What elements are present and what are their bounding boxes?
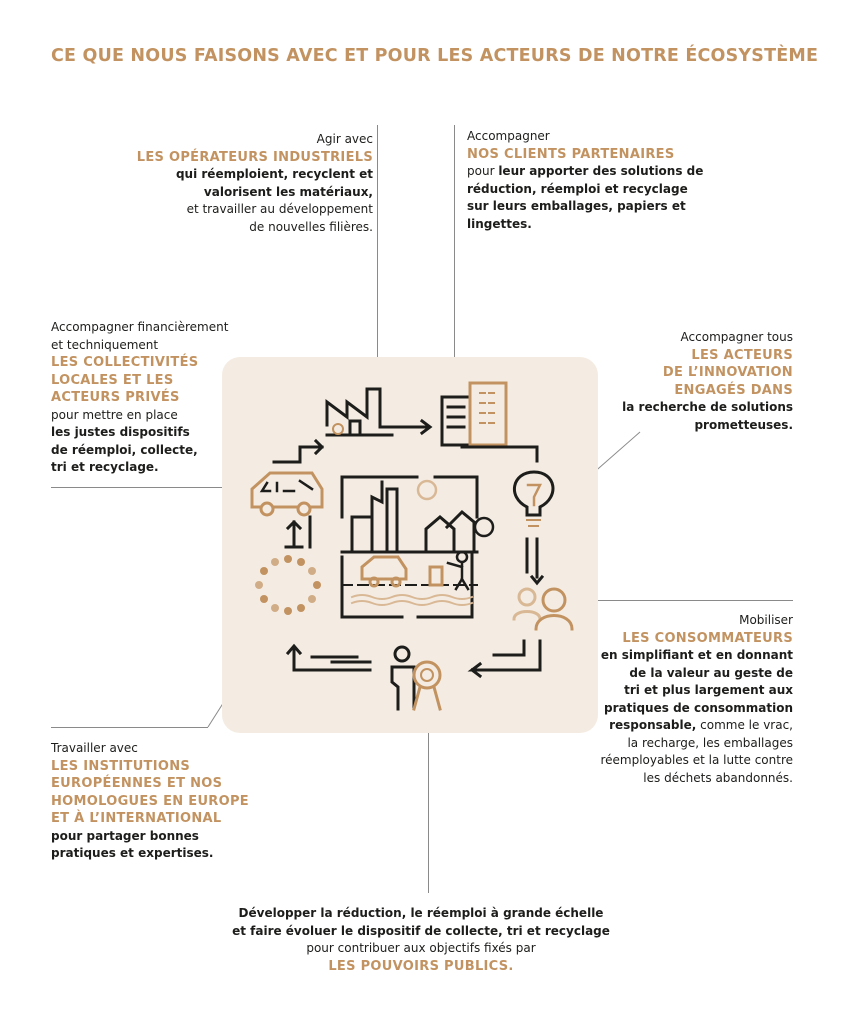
intro-text: et techniquement xyxy=(51,337,159,352)
intro-text: Travailler avec xyxy=(51,741,138,755)
trash-bin-icon xyxy=(428,565,444,587)
bold-line: sur leurs emballages, papiers et xyxy=(467,199,686,213)
flow-arrow xyxy=(460,445,539,463)
bold-line: réduction, réemploi et recyclage xyxy=(467,181,688,196)
text-line: les déchets abandonnés. xyxy=(643,770,793,785)
text-line: et travailler au développement xyxy=(186,202,373,216)
bold-line: Développer la réduction, le réemploi à g… xyxy=(238,906,604,920)
intro-text: Accompagner tous xyxy=(680,330,793,344)
intro-text: Agir avec xyxy=(316,132,373,146)
person-throwing-icon xyxy=(446,550,470,591)
bold-line: tri et recyclage. xyxy=(51,460,159,474)
tree-icon xyxy=(473,516,495,538)
city-van xyxy=(360,555,408,588)
ecosystem-cycle-illustration xyxy=(250,381,574,711)
intro-text: Mobiliser xyxy=(739,613,793,627)
heading: EUROPÉENNES ET NOS xyxy=(51,776,223,791)
eu-stars-icon xyxy=(255,555,321,615)
connector-line xyxy=(51,487,232,488)
text-line: pour xyxy=(467,164,499,178)
connector-line xyxy=(583,600,793,601)
flow-arrow xyxy=(284,515,312,549)
city-scene-icon xyxy=(340,475,479,619)
consumers-icon xyxy=(512,587,574,631)
clients-partenaires-block: Accompagner NOS CLIENTS PARTENAIRES pour… xyxy=(467,128,703,233)
delivery-van-icon xyxy=(250,471,324,517)
heading: LOCALES ET LES xyxy=(51,372,174,388)
heading: LES INSTITUTIONS xyxy=(51,758,191,774)
bold-line: tri et plus largement aux xyxy=(624,683,793,697)
recycle-icon xyxy=(332,423,344,435)
text-line: comme le vrac, xyxy=(696,718,793,732)
text-line: pour mettre en place xyxy=(51,407,178,422)
flow-arrow xyxy=(467,639,542,679)
heading: ACTEURS PRIVÉS xyxy=(51,390,180,405)
heading: ET À L’INTERNATIONAL xyxy=(51,811,222,826)
connector-line xyxy=(51,727,208,728)
connector-line xyxy=(377,125,378,368)
heading: DE L’INNOVATION xyxy=(662,365,793,380)
intro-text: Accompagner financièrement xyxy=(51,320,229,334)
bold-line: pour partager bonnes xyxy=(51,828,199,843)
flow-arrow xyxy=(525,537,545,586)
ecosystem-illustration-panel xyxy=(222,357,598,733)
connector-line xyxy=(454,125,455,368)
flow-arrow xyxy=(285,643,372,672)
bold-line: pratiques et expertises. xyxy=(51,846,214,860)
bold-line: qui réemploient, recyclent et xyxy=(175,167,373,181)
buildings-icon xyxy=(440,381,508,447)
bold-line: valorisent les matériaux, xyxy=(203,184,373,199)
heading: LES COLLECTIVITÉS xyxy=(51,355,199,370)
text-line: la recharge, les emballages xyxy=(627,735,793,750)
consommateurs-block: Mobiliser LES CONSOMMATEURS en simplifia… xyxy=(600,612,793,787)
lightbulb-icon xyxy=(512,470,555,517)
bold-line: les justes dispositifs xyxy=(51,425,190,439)
factory-icon xyxy=(325,387,433,437)
connector-line xyxy=(428,728,429,893)
innovation-block: Accompagner tous LES ACTEURS DE L’INNOVA… xyxy=(622,329,793,434)
text-line: réemployables et la lutte contre xyxy=(600,753,793,767)
bold-line: en simplifiant et en donnant xyxy=(600,648,793,662)
page-title: CE QUE NOUS FAISONS AVEC ET POUR LES ACT… xyxy=(51,46,819,66)
heading: LES ACTEURS xyxy=(691,347,793,363)
operateurs-industriels-block: Agir avec LES OPÉRATEURS INDUSTRIELS qui… xyxy=(137,131,373,236)
filament xyxy=(526,483,543,507)
heading: LES OPÉRATEURS INDUSTRIELS xyxy=(136,149,373,165)
heading: LES POUVOIRS PUBLICS. xyxy=(328,958,514,974)
pouvoirs-publics-block: Développer la réduction, le réemploi à g… xyxy=(171,905,671,975)
heading: ENGAGÉS DANS xyxy=(674,382,793,398)
bold-line: responsable, xyxy=(609,718,697,732)
bold-line: de la valeur au geste de xyxy=(629,665,793,680)
heading: LES CONSOMMATEURS xyxy=(622,630,793,646)
bold-line: pratiques de consommation xyxy=(604,700,793,715)
bold-line: de réemploi, collecte, xyxy=(51,442,198,457)
bold-line: la recherche de solutions xyxy=(622,400,793,414)
collectivites-block: Accompagner financièrement et techniquem… xyxy=(51,319,228,477)
bold-line: lingettes. xyxy=(467,216,532,231)
bold-line: prometteuses. xyxy=(694,417,793,432)
official-with-rosette-icon xyxy=(390,645,442,711)
flow-arrow xyxy=(272,438,325,464)
text-line: de nouvelles filières. xyxy=(249,219,373,234)
heading: HOMOLOGUES EN EUROPE xyxy=(51,793,249,809)
text-line: pour contribuer aux objectifs fixés par xyxy=(306,941,536,955)
intro-text: Accompagner xyxy=(467,129,550,143)
institutions-block: Travailler avec LES INSTITUTIONS EUROPÉE… xyxy=(51,740,249,863)
bold-line: et faire évoluer le dispositif de collec… xyxy=(232,923,610,938)
bold-line: leur apporter des solutions de xyxy=(498,164,704,178)
heading: NOS CLIENTS PARTENAIRES xyxy=(467,146,675,162)
